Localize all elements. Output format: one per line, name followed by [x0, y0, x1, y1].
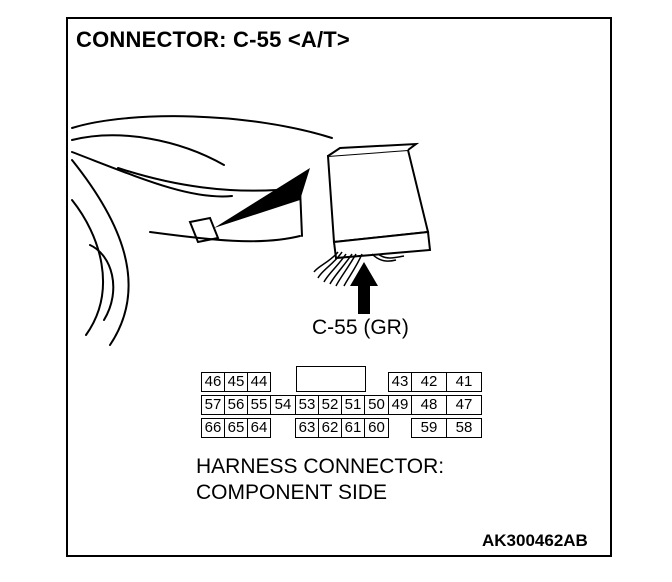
pin-55: 55	[247, 395, 271, 415]
pin-49: 49	[388, 395, 412, 415]
connector-title: CONNECTOR: C-55 <A/T>	[76, 27, 350, 52]
caption-line-1: HARNESS CONNECTOR:	[196, 455, 445, 478]
pin-52: 52	[318, 395, 342, 415]
pin-43: 43	[388, 372, 412, 392]
ecu-module-body	[326, 148, 430, 244]
pin-51: 51	[341, 395, 365, 415]
dashboard-side-curve	[71, 159, 130, 346]
pin-66: 66	[201, 418, 225, 438]
pin-58: 58	[446, 418, 482, 438]
ecu-connector-block	[332, 230, 432, 260]
bracket-box	[188, 216, 220, 244]
pin-46: 46	[201, 372, 225, 392]
dashboard-top-outline	[71, 115, 333, 139]
connector-lock-tab	[296, 366, 366, 392]
pin-56: 56	[224, 395, 248, 415]
figure-code: AK300462AB	[482, 531, 588, 550]
caption-line-2: COMPONENT SIDE	[196, 481, 387, 504]
pin-47: 47	[446, 395, 482, 415]
dashboard-upper-edge	[71, 134, 225, 166]
pin-57: 57	[201, 395, 225, 415]
dashboard-lower-edge	[71, 151, 233, 198]
pin-41: 41	[446, 372, 482, 392]
steering-area-curve	[71, 199, 105, 336]
pin-65: 65	[224, 418, 248, 438]
pin-61: 61	[341, 418, 365, 438]
knee-panel-curve	[89, 244, 115, 321]
pin-54: 54	[270, 395, 296, 415]
pin-60: 60	[364, 418, 389, 438]
connector-caption: HARNESS CONNECTOR: COMPONENT SIDE	[196, 454, 444, 506]
pin-48: 48	[411, 395, 447, 415]
pointer-wedge	[214, 168, 310, 228]
glovebox-lower-line	[149, 231, 301, 243]
pin-53: 53	[295, 395, 319, 415]
pin-64: 64	[247, 418, 271, 438]
pin-63: 63	[295, 418, 319, 438]
pin-59: 59	[411, 418, 447, 438]
pin-45: 45	[224, 372, 248, 392]
connector-label: C-55 (GR)	[312, 316, 409, 339]
pin-42: 42	[411, 372, 447, 392]
ecu-module-top	[327, 142, 420, 157]
pin-44: 44	[247, 372, 271, 392]
connector-arrow	[350, 262, 378, 314]
pin-50: 50	[364, 395, 389, 415]
pin-62: 62	[318, 418, 342, 438]
figure-frame	[66, 17, 612, 557]
